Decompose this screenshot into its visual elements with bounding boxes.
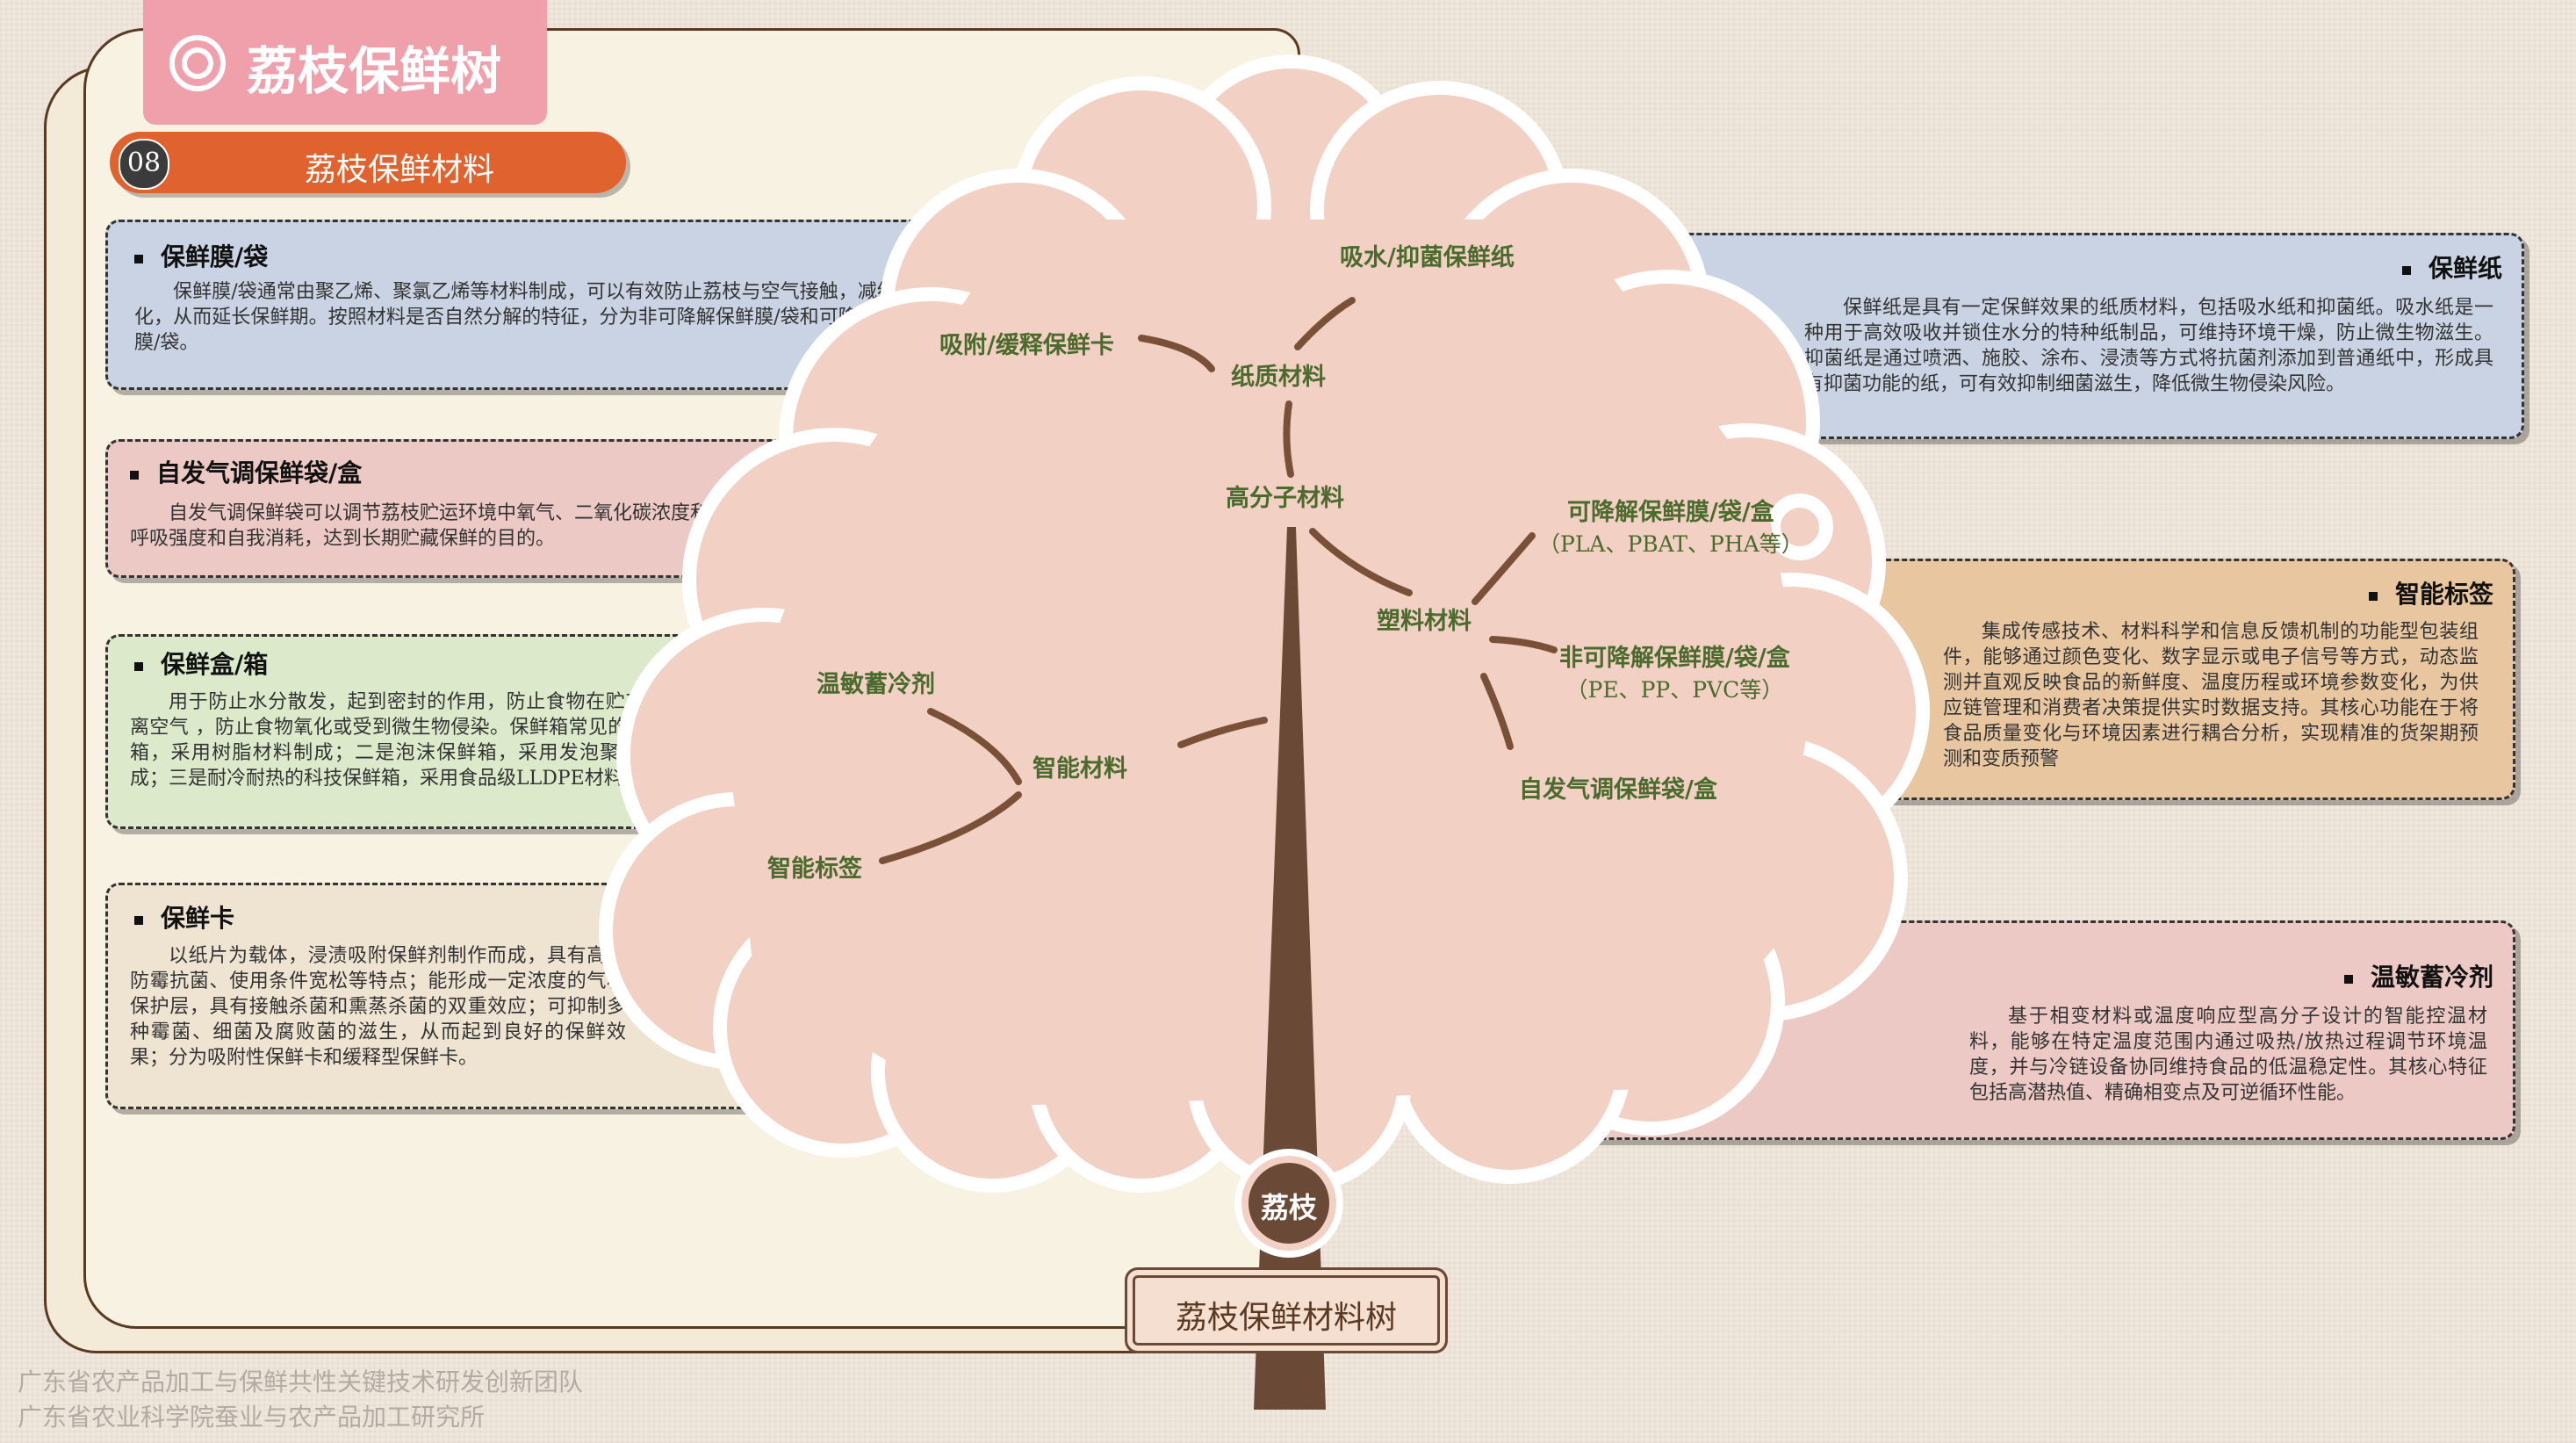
bullet-icon xyxy=(134,661,143,671)
branch-plastic-map xyxy=(1480,673,1514,750)
node-smart-label: 智能标签 xyxy=(767,855,862,883)
node-polymer: 高分子材料 xyxy=(1226,485,1344,512)
branch-trunk-smart xyxy=(1177,717,1268,748)
bullet-icon xyxy=(2368,591,2378,601)
card-body: 基于相变材料或温度响应型高分子设计的智能控温材料，能够在特定温度范围内通过吸热/… xyxy=(1969,1006,2487,1104)
branch-plastic-nondeg xyxy=(1489,636,1558,653)
card-title: 智能标签 xyxy=(2394,580,2493,609)
card-body: 以纸片为载体，浸渍吸附保鲜剂制作而成，具有高效防霉抗菌、使用条件宽松等特点；能形… xyxy=(130,945,626,1069)
bullet-icon xyxy=(2343,974,2353,984)
bullet-icon xyxy=(130,470,139,480)
header-tab: 荔枝保鲜树 xyxy=(143,0,547,125)
branch-polymer-plastic xyxy=(1309,528,1413,596)
section-bar: 08 荔枝保鲜材料 xyxy=(110,132,626,193)
footer-team: 广东省农产品加工与保鲜共性关键技术研发创新团队 xyxy=(18,1367,584,1396)
tree-sign-label: 荔枝保鲜材料树 xyxy=(1175,1300,1397,1336)
node-map-bag: 自发气调保鲜袋/盒 xyxy=(1519,776,1717,804)
node-thermo: 温敏蓄冷剂 xyxy=(817,671,935,698)
node-nondegradable-examples: （PE、PP、PVC等） xyxy=(1565,677,1784,703)
section-number-badge xyxy=(119,139,169,190)
root-circle xyxy=(1248,1163,1329,1244)
card-title: 自发气调保鲜袋/盒 xyxy=(156,458,363,487)
branch-paper-card xyxy=(1138,335,1215,372)
section-title: 荔枝保鲜材料 xyxy=(304,152,494,188)
card-title: 保鲜盒/箱 xyxy=(161,650,269,679)
bullet-icon xyxy=(134,254,143,263)
card-body: 保鲜膜/袋通常由聚乙烯、聚氯乙烯等材料制成，可以有效防止荔枝与空气接触，减缓氧化… xyxy=(134,281,916,354)
node-water-paper: 吸水/抑菌保鲜纸 xyxy=(1340,244,1515,271)
card-title: 保鲜卡 xyxy=(161,904,235,933)
branch-paper-absorb xyxy=(1294,297,1356,350)
branch-smart-thermo xyxy=(927,708,1022,785)
card-title: 温敏蓄冷剂 xyxy=(2370,963,2493,992)
card-body: 保鲜纸是具有一定保鲜效果的纸质材料，包括吸水纸和抑菌纸。吸水纸是一种用于高效吸收… xyxy=(1804,297,2493,395)
node-nondegradable: 非可降解保鲜膜/袋/盒 （PE、PP、PVC等） xyxy=(1559,643,1790,706)
node-nondegradable-title: 非可降解保鲜膜/袋/盒 xyxy=(1559,645,1790,672)
node-card-adsorb: 吸附/缓释保鲜卡 xyxy=(939,332,1114,359)
card-body: 集成传感技术、材料科学和信息反馈机制的功能型包装组件，能够通过颜色变化、数字显示… xyxy=(1943,621,2479,770)
branches xyxy=(879,297,1558,864)
bullet-icon xyxy=(2401,265,2411,275)
footer-institute: 广东省农业科学院蚕业与农产品加工研究所 xyxy=(18,1403,486,1432)
branch-plastic-degradable xyxy=(1471,532,1536,605)
canopy-fill xyxy=(729,220,1809,1107)
page-title: 荔枝保鲜树 xyxy=(247,41,502,101)
card-title: 保鲜纸 xyxy=(2428,254,2502,283)
target-icon xyxy=(169,35,226,91)
node-degradable: 可降解保鲜膜/袋/盒 （PLA、PBAT、PHA等） xyxy=(1538,497,1803,560)
node-degradable-title: 可降解保鲜膜/袋/盒 xyxy=(1566,499,1774,526)
node-plastic: 塑料材料 xyxy=(1377,608,1471,635)
card-title: 保鲜膜/袋 xyxy=(161,242,269,271)
root-label: 荔枝 xyxy=(1260,1191,1317,1224)
node-degradable-examples: （PLA、PBAT、PHA等） xyxy=(1538,531,1803,557)
bullet-icon xyxy=(134,915,143,925)
branch-smart-label xyxy=(879,791,1022,864)
node-smart-material: 智能材料 xyxy=(1033,755,1127,783)
node-paper-material: 纸质材料 xyxy=(1231,364,1326,391)
tree-sign: 荔枝保鲜材料树 xyxy=(1133,1275,1440,1346)
branch-polymer-paper xyxy=(1283,400,1294,478)
section-number: 08 xyxy=(126,148,162,178)
